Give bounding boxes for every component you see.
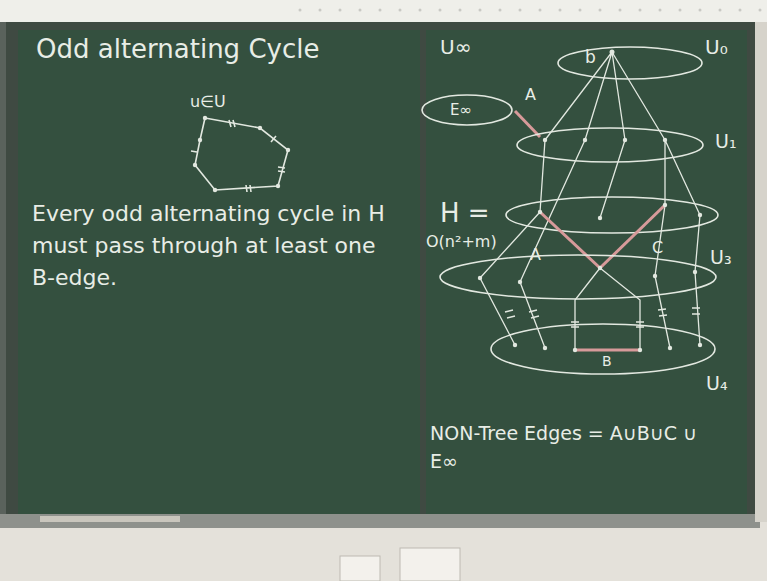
layer-name: U∞ xyxy=(440,35,471,59)
board-note: Every odd alternating cycle in H must pa… xyxy=(32,198,402,294)
board-note: NON-Tree Edges = A∪B∪C ∪ E∞ xyxy=(430,420,730,475)
board-note: H = xyxy=(440,198,490,229)
layer-name: U₃ xyxy=(710,246,732,269)
vertex-layer: U₃ xyxy=(438,250,738,305)
layer-ellipse xyxy=(488,322,738,402)
board-note: O(n²+m) xyxy=(426,232,497,251)
board-note: A xyxy=(530,245,541,264)
layer-ellipse xyxy=(515,122,740,168)
vertex-label: b xyxy=(585,47,596,67)
layer-name: U₁ xyxy=(715,130,737,153)
layer-name: U₀ xyxy=(705,35,728,59)
board-note: B xyxy=(602,353,612,370)
board-note: u∈U xyxy=(190,92,226,111)
vertex-label: E∞ xyxy=(450,101,472,119)
vertex-layer: U₁ xyxy=(515,122,740,168)
layer-name: U₄ xyxy=(706,372,728,395)
vertex-layer: U₀ b xyxy=(555,35,735,85)
board-note: C xyxy=(652,238,663,257)
edge-label: A xyxy=(523,85,538,104)
non-tree-edge xyxy=(515,111,540,137)
vertex-layer: U₄ xyxy=(488,322,738,402)
layer-ellipse xyxy=(438,250,738,305)
vertex-layer: U∞ E∞ xyxy=(420,35,515,130)
board-heading: Odd alternating Cycle xyxy=(36,34,319,65)
